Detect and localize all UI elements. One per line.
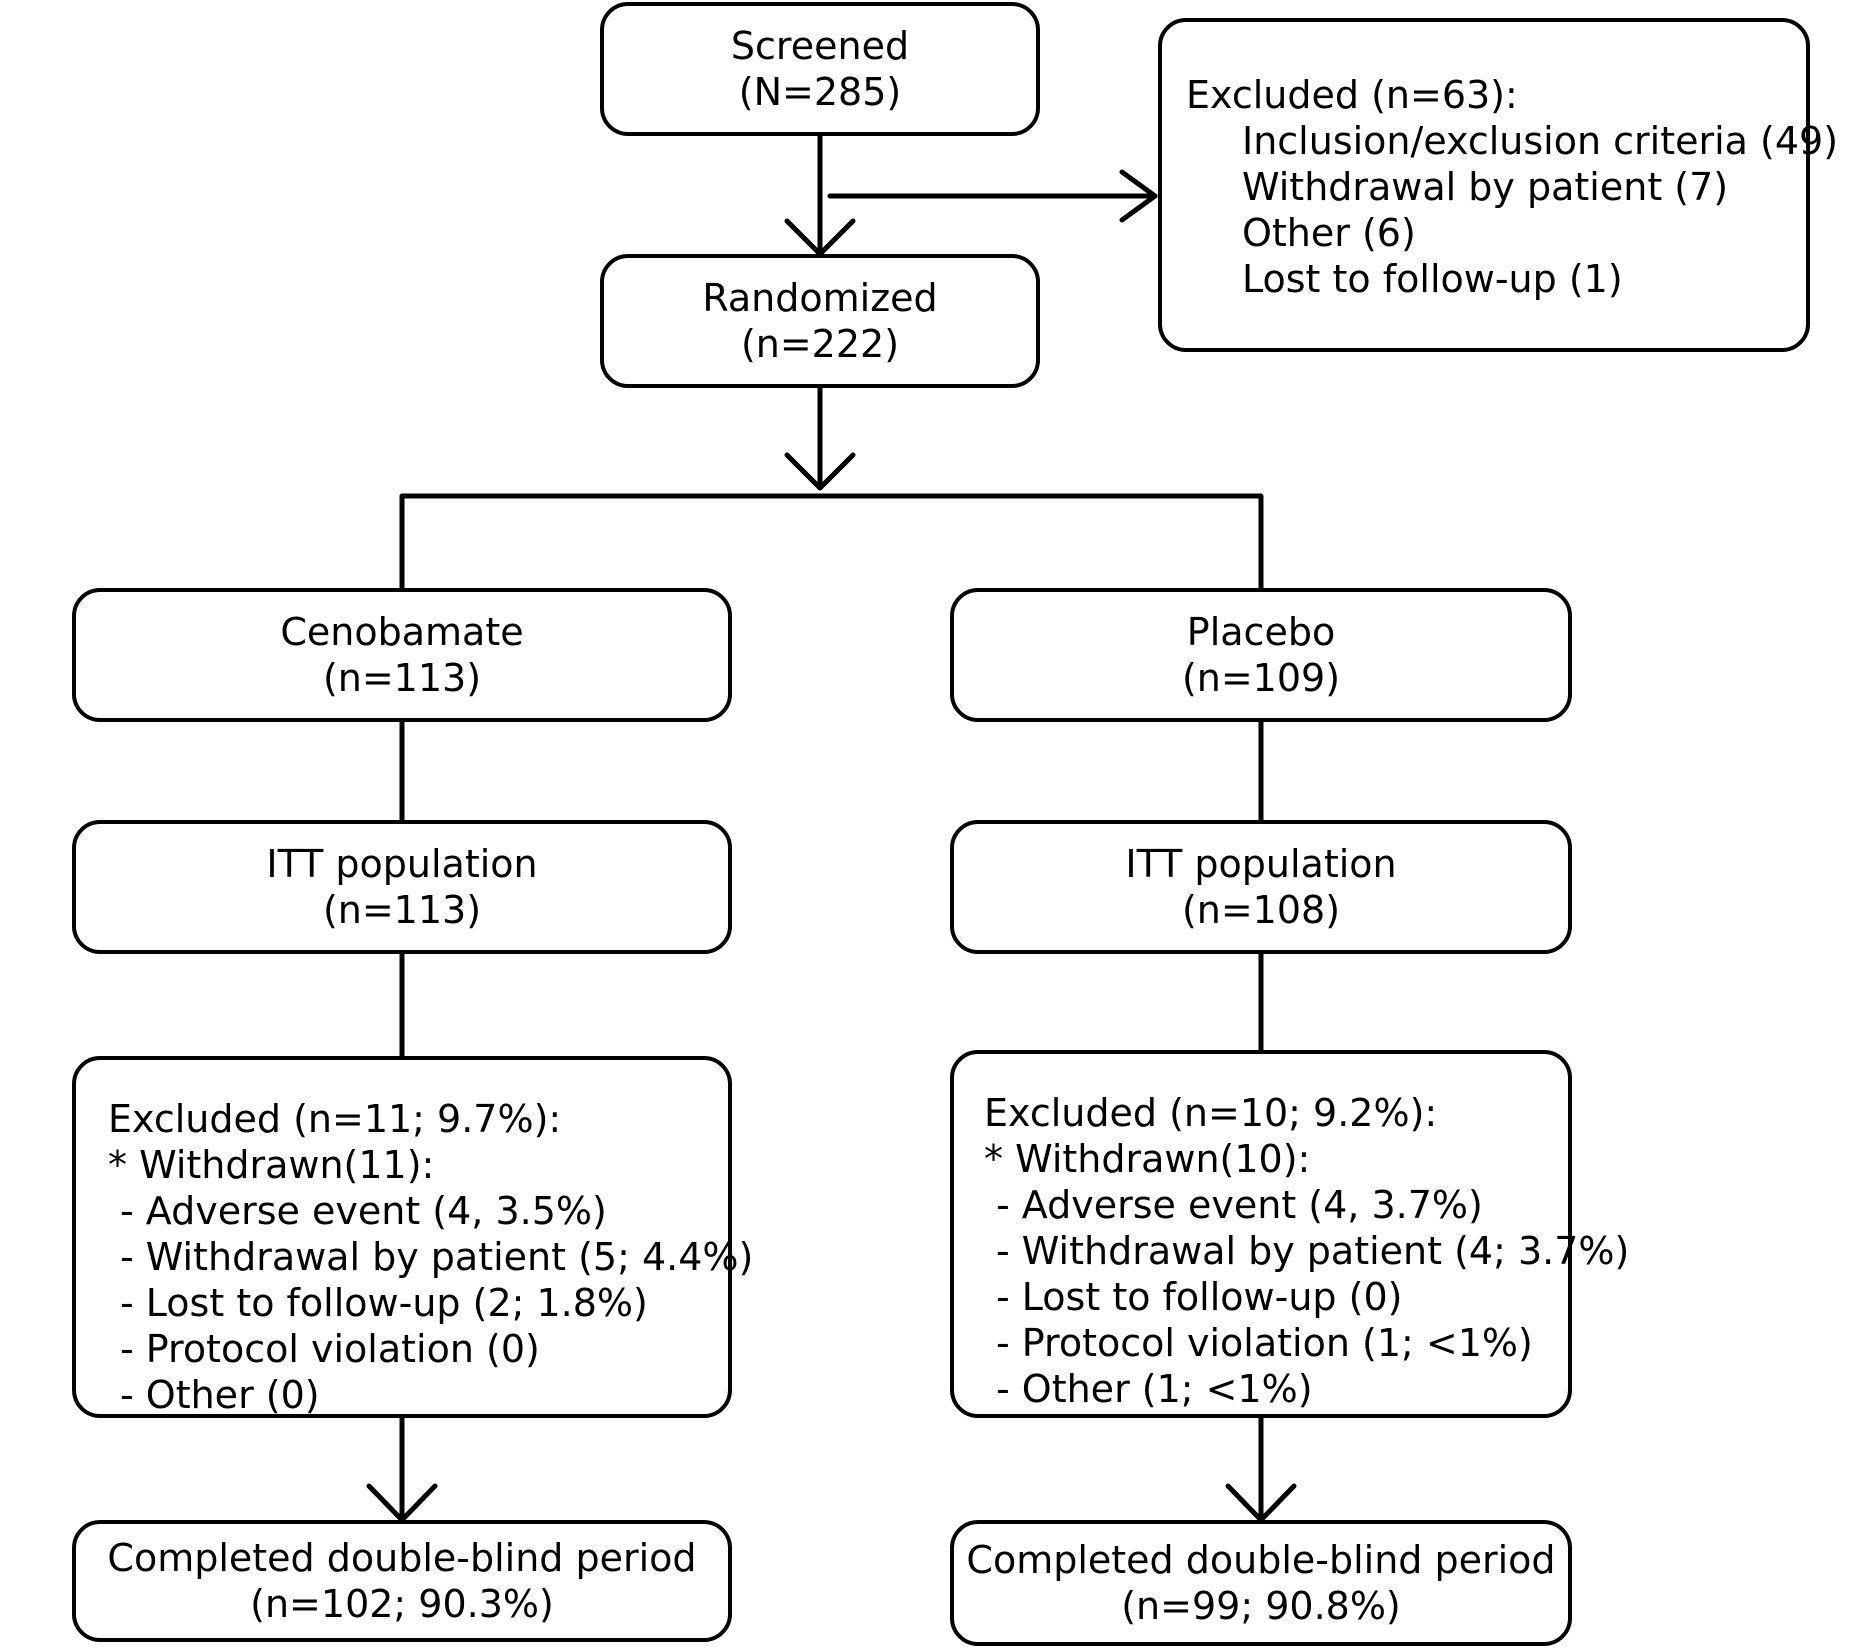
placebo-withdrawn: * Withdrawn(10):: [984, 1137, 1311, 1181]
placebo-itt-title: ITT population: [1125, 842, 1397, 886]
cenobamate-completed-box: Completed double-blind period (n=102; 90…: [72, 1520, 732, 1642]
excluded-screening-item: Other (6): [1242, 211, 1416, 255]
cenobamate-excluded-box: Excluded (n=11; 9.7%): * Withdrawn(11): …: [72, 1056, 754, 1418]
randomized-box: Randomized (n=222): [600, 254, 1040, 388]
cenobamate-completed-title: Completed double-blind period: [107, 1536, 697, 1580]
placebo-itt-count: (n=108): [1181, 888, 1341, 932]
cenobamate-withdrawn: * Withdrawn(11):: [108, 1143, 435, 1187]
placebo-excluded-item: - Adverse event (4, 3.7%): [996, 1183, 1483, 1227]
arrowhead-split: [784, 452, 856, 491]
cenobamate-excluded-item: - Adverse event (4, 3.5%): [120, 1189, 607, 1233]
placebo-completed-title: Completed double-blind period: [966, 1538, 1556, 1582]
screened-title: Screened: [730, 24, 910, 68]
excluded-screening-item: Withdrawal by patient (7): [1242, 165, 1729, 209]
cenobamate-excluded-title: Excluded (n=11; 9.7%):: [108, 1097, 562, 1141]
cenobamate-arm-title: Cenobamate: [280, 610, 524, 654]
cenobamate-excluded-item: - Protocol violation (0): [120, 1327, 540, 1371]
screened-box: Screened (N=285): [600, 2, 1040, 136]
cenobamate-arm-count: (n=113): [322, 656, 482, 700]
cenobamate-excluded-item: - Other (0): [120, 1373, 320, 1417]
placebo-completed-count: (n=99; 90.8%): [1121, 1584, 1401, 1628]
arrowhead-excluded: [1119, 169, 1158, 223]
placebo-itt-box: ITT population (n=108): [950, 820, 1572, 954]
cenobamate-itt-count: (n=113): [322, 888, 482, 932]
cenobamate-arm-box: Cenobamate (n=113): [72, 588, 732, 722]
placebo-excluded-item: - Lost to follow-up (0): [996, 1275, 1403, 1319]
placebo-arm-box: Placebo (n=109): [950, 588, 1572, 722]
placebo-excluded-box: Excluded (n=10; 9.2%): * Withdrawn(10): …: [950, 1050, 1630, 1418]
cenobamate-itt-title: ITT population: [266, 842, 538, 886]
placebo-excluded-item: - Withdrawal by patient (4; 3.7%): [996, 1229, 1630, 1273]
placebo-excluded-item: - Protocol violation (1; <1%): [996, 1321, 1533, 1365]
placebo-completed-box: Completed double-blind period (n=99; 90.…: [950, 1520, 1572, 1646]
placebo-excluded-item: - Other (1; <1%): [996, 1367, 1313, 1411]
randomized-title: Randomized: [702, 276, 938, 320]
cenobamate-itt-box: ITT population (n=113): [72, 820, 732, 954]
cenobamate-completed-count: (n=102; 90.3%): [250, 1582, 554, 1626]
screened-count: (N=285): [738, 70, 902, 114]
connector-split: [399, 493, 1264, 591]
placebo-excluded-title: Excluded (n=10; 9.2%):: [984, 1091, 1438, 1135]
cenobamate-excluded-item: - Withdrawal by patient (5; 4.4%): [120, 1235, 754, 1279]
excluded-screening-item: Inclusion/exclusion criteria (49): [1242, 119, 1839, 163]
excluded-screening-box: Excluded (n=63): Inclusion/exclusion cri…: [1158, 18, 1839, 352]
excluded-screening-item: Lost to follow-up (1): [1242, 257, 1623, 301]
cenobamate-excluded-item: - Lost to follow-up (2; 1.8%): [120, 1281, 648, 1325]
excluded-screening-title: Excluded (n=63):: [1186, 73, 1518, 117]
placebo-arm-title: Placebo: [1186, 610, 1336, 654]
randomized-count: (n=222): [740, 322, 900, 366]
placebo-arm-count: (n=109): [1181, 656, 1341, 700]
